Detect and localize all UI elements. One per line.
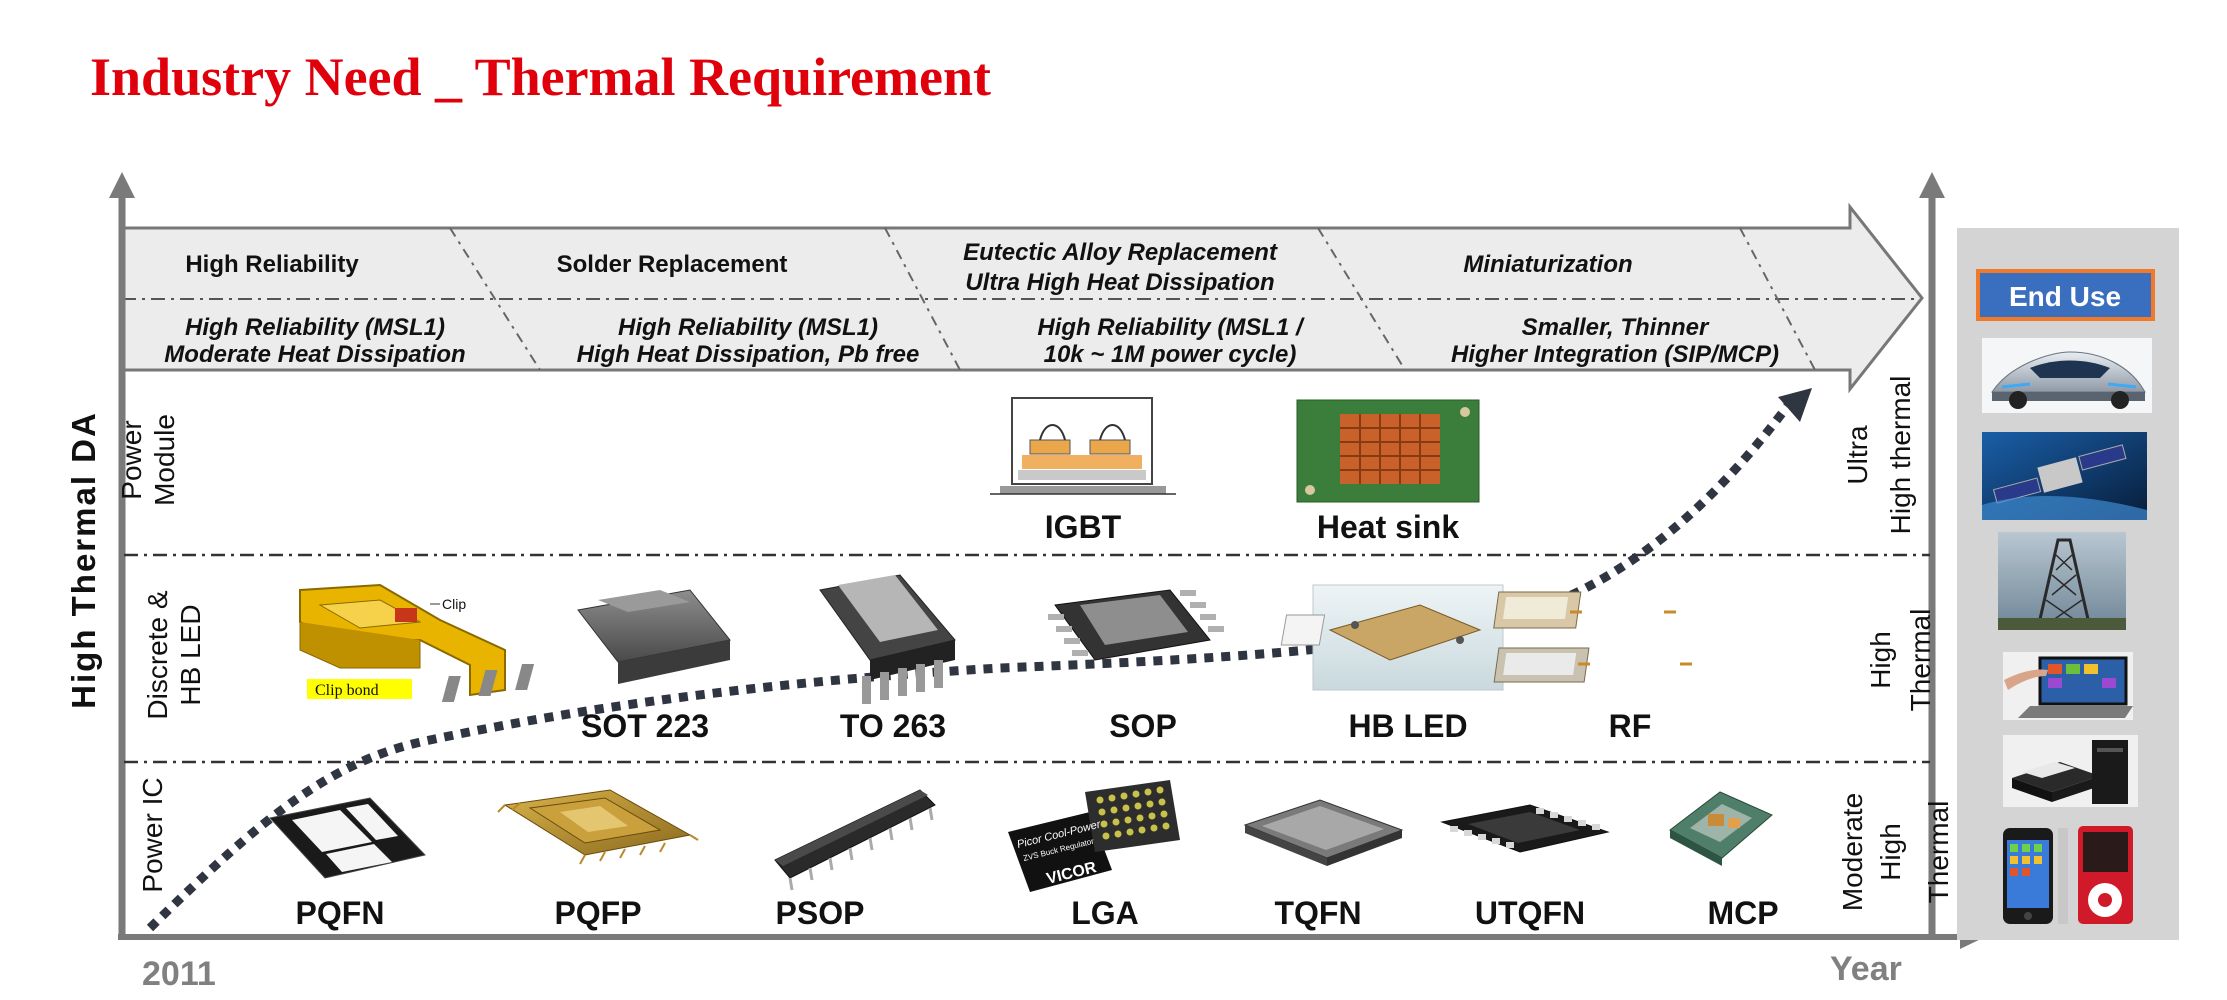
satellite-image	[1982, 432, 2147, 520]
header-req-2a: High Reliability (MSL1)	[618, 314, 878, 341]
package-lga-label: LGA	[1071, 895, 1139, 931]
x-axis-start: 2011	[142, 955, 216, 993]
header-req-1a: High Reliability (MSL1)	[185, 314, 445, 341]
clip-bond-image	[299, 583, 506, 699]
igbt-image	[990, 397, 1176, 495]
phone-image	[2003, 826, 2133, 924]
to263-image	[819, 574, 956, 704]
mcp-image	[1669, 791, 1773, 866]
package-sop-label: SOP	[1109, 708, 1177, 744]
header-req-3b: 10k ~ 1M power cycle)	[1044, 341, 1297, 368]
row-label-power-module-2: Module	[149, 414, 180, 506]
printer-pc-image	[2003, 735, 2138, 807]
laptop-image	[2003, 652, 2133, 720]
header-req-2b: High Heat Dissipation, Pb free	[577, 341, 920, 368]
rf-image	[1493, 591, 1692, 683]
header-miniaturization: Miniaturization	[1463, 251, 1632, 278]
header-eutectic-alloy: Eutectic Alloy Replacement	[963, 239, 1278, 266]
thermal-label-high-2: Thermal	[1905, 609, 1936, 712]
clip-callout-label: Clip	[442, 596, 466, 612]
thermal-label-moderate-2: High	[1875, 823, 1906, 881]
x-axis-label: Year	[1830, 950, 1902, 988]
thermal-label-ultra-2: High thermal	[1885, 376, 1916, 535]
heat-sink-image	[1296, 399, 1480, 503]
header-ultra-heat: Ultra High Heat Dissipation	[965, 269, 1274, 296]
end-use-button[interactable]: End Use	[1976, 269, 2155, 321]
sop-image	[1048, 589, 1224, 661]
page-title: Industry Need _ Thermal Requirement	[90, 47, 991, 107]
row-label-power-module-1: Power	[116, 420, 147, 499]
y-axis-label: High Thermal DA	[65, 411, 102, 709]
pqfn-image	[269, 797, 426, 879]
row-label-discrete-1: Discrete &	[142, 590, 173, 719]
header-req-4b: Higher Integration (SIP/MCP)	[1451, 341, 1779, 368]
sot223-image	[441, 589, 731, 702]
end-use-title: End Use	[2009, 281, 2121, 312]
package-to263-label: TO 263	[840, 708, 946, 744]
header-high-reliability: High Reliability	[185, 251, 359, 278]
thermal-label-high-1: High	[1865, 631, 1896, 689]
pqfp-image	[497, 789, 699, 865]
package-pqfp-label: PQFP	[554, 895, 641, 931]
thermal-label-moderate-3: Thermal	[1923, 801, 1954, 904]
tower-image	[1998, 532, 2126, 630]
tqfn-image	[1243, 799, 1404, 866]
package-sot223-label: SOT 223	[581, 708, 709, 744]
package-tqfn-label: TQFN	[1274, 895, 1361, 931]
header-req-4a: Smaller, Thinner	[1522, 314, 1710, 341]
lga-image	[1008, 780, 1180, 892]
row-label-discrete-2: HB LED	[175, 604, 206, 705]
clip-bond-label: Clip bond	[315, 682, 379, 699]
package-utqfn-label: UTQFN	[1475, 895, 1585, 931]
trend-header-arrow	[120, 202, 1924, 394]
header-req-3a: High Reliability (MSL1 /	[1037, 314, 1305, 341]
psop-image	[774, 789, 936, 891]
package-hb-led-label: HB LED	[1348, 708, 1467, 744]
thermal-label-ultra-1: Ultra	[1842, 425, 1873, 485]
chart-axes	[109, 172, 1985, 949]
utqfn-image	[1440, 804, 1610, 853]
package-igbt-label: IGBT	[1045, 509, 1122, 545]
package-mcp-label: MCP	[1707, 895, 1778, 931]
thermal-label-moderate-1: Moderate	[1837, 793, 1868, 911]
header-solder-replacement: Solder Replacement	[557, 251, 788, 278]
row-label-power-ic: Power IC	[137, 777, 168, 892]
thermal-trend-arrow	[146, 388, 1812, 932]
header-req-1b: Moderate Heat Dissipation	[164, 341, 465, 368]
package-heat-sink-label: Heat sink	[1317, 509, 1459, 545]
package-pqfn-label: PQFN	[296, 895, 385, 931]
car-image	[1982, 338, 2152, 413]
package-psop-label: PSOP	[776, 895, 865, 931]
hb-led-image	[1280, 584, 1504, 691]
package-rf-label: RF	[1609, 708, 1652, 744]
end-use-panel: End Use	[1957, 228, 2179, 940]
